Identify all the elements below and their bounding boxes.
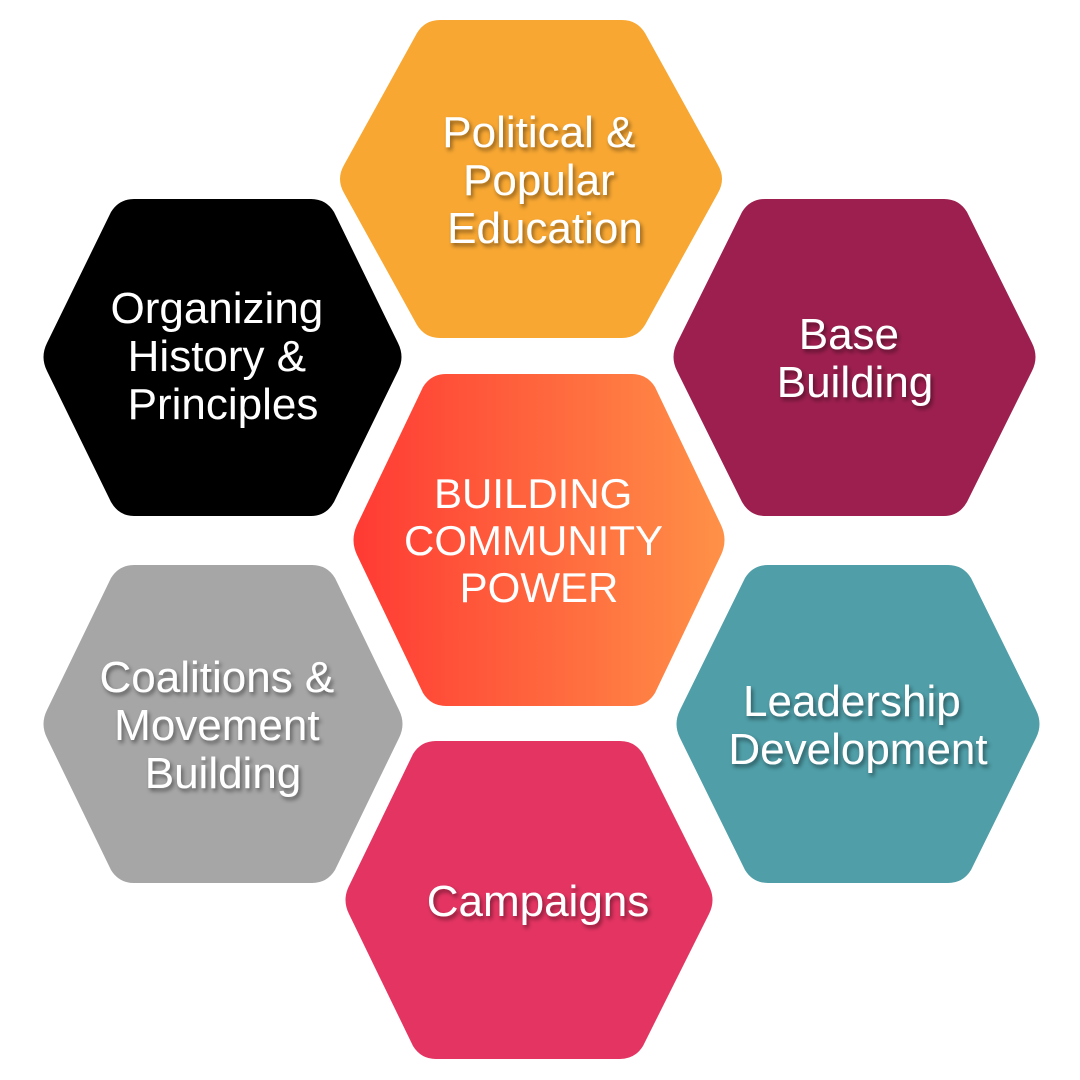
center-label-line-3: POWER: [460, 564, 619, 611]
svg-text:Campaigns: Campaigns: [427, 877, 650, 926]
hex-label-leadership-development-line-1: Leadership: [743, 677, 961, 726]
hex-label-political-popular-education-line-2: Popular: [463, 156, 615, 205]
svg-text:Political & Popular: Political & Popular Education: [442, 108, 647, 253]
hex-shape-leadership-development: [676, 565, 1040, 883]
hex-label-leadership-development-line-2: Development: [728, 725, 987, 774]
hex-shape-center: [353, 374, 725, 706]
hex-label-coalitions-movement-building-line-2: Movement: [114, 701, 319, 750]
hex-label-organizing-history-principles-line-2: History &: [128, 332, 306, 381]
hex-shape-campaigns: [345, 741, 713, 1059]
center-label-line-1: BUILDING: [434, 470, 632, 517]
hex-label-base-building-line-1: Base: [799, 310, 899, 359]
svg-text:Organizing History &: Organizing History & Principles: [110, 284, 335, 429]
hex-label-coalitions-movement-building-line-3: Building: [145, 749, 302, 798]
hex-shape-coalitions-movement-building: [43, 565, 403, 883]
hex-shape-base-building: [673, 199, 1036, 516]
svg-text:Leadership Development: Leadership Development: [728, 677, 987, 774]
hex-center-building-community-power: BUILDING COMMUNITY POWER: [353, 374, 725, 706]
hex-label-organizing-history-principles-line-3: Principles: [128, 380, 319, 429]
svg-text:BUILDING COMMUNITY: BUILDING COMMUNITY POWER: [404, 470, 674, 611]
hex-label-political-popular-education-line-1: Political &: [442, 108, 635, 157]
svg-text:Base Building: Base Building: [777, 310, 934, 407]
hex-leadership-development: Leadership Development: [676, 565, 1040, 883]
hex-organizing-history-principles: Organizing History & Principles: [43, 199, 402, 516]
hex-political-popular-education: Political & Popular Education: [340, 20, 722, 338]
hex-label-political-popular-education-line-3: Education: [447, 204, 643, 253]
svg-text:Coalitions & Movement: Coalitions & Movement Building: [99, 653, 346, 798]
hex-label-base-building-line-2: Building: [777, 358, 934, 407]
hex-campaigns: Campaigns: [345, 741, 713, 1059]
hex-shape-political-popular-education: [340, 20, 722, 338]
hex-label-campaigns-line-1: Campaigns: [427, 877, 650, 926]
hex-label-coalitions-movement-building-line-1: Coalitions &: [99, 653, 334, 702]
hex-shape-organizing-history-principles: [43, 199, 402, 516]
hex-coalitions-movement-building: Coalitions & Movement Building: [43, 565, 403, 883]
center-label-line-2: COMMUNITY: [404, 517, 663, 564]
hex-base-building: Base Building: [673, 199, 1036, 516]
hex-label-organizing-history-principles-line-1: Organizing: [110, 284, 323, 333]
